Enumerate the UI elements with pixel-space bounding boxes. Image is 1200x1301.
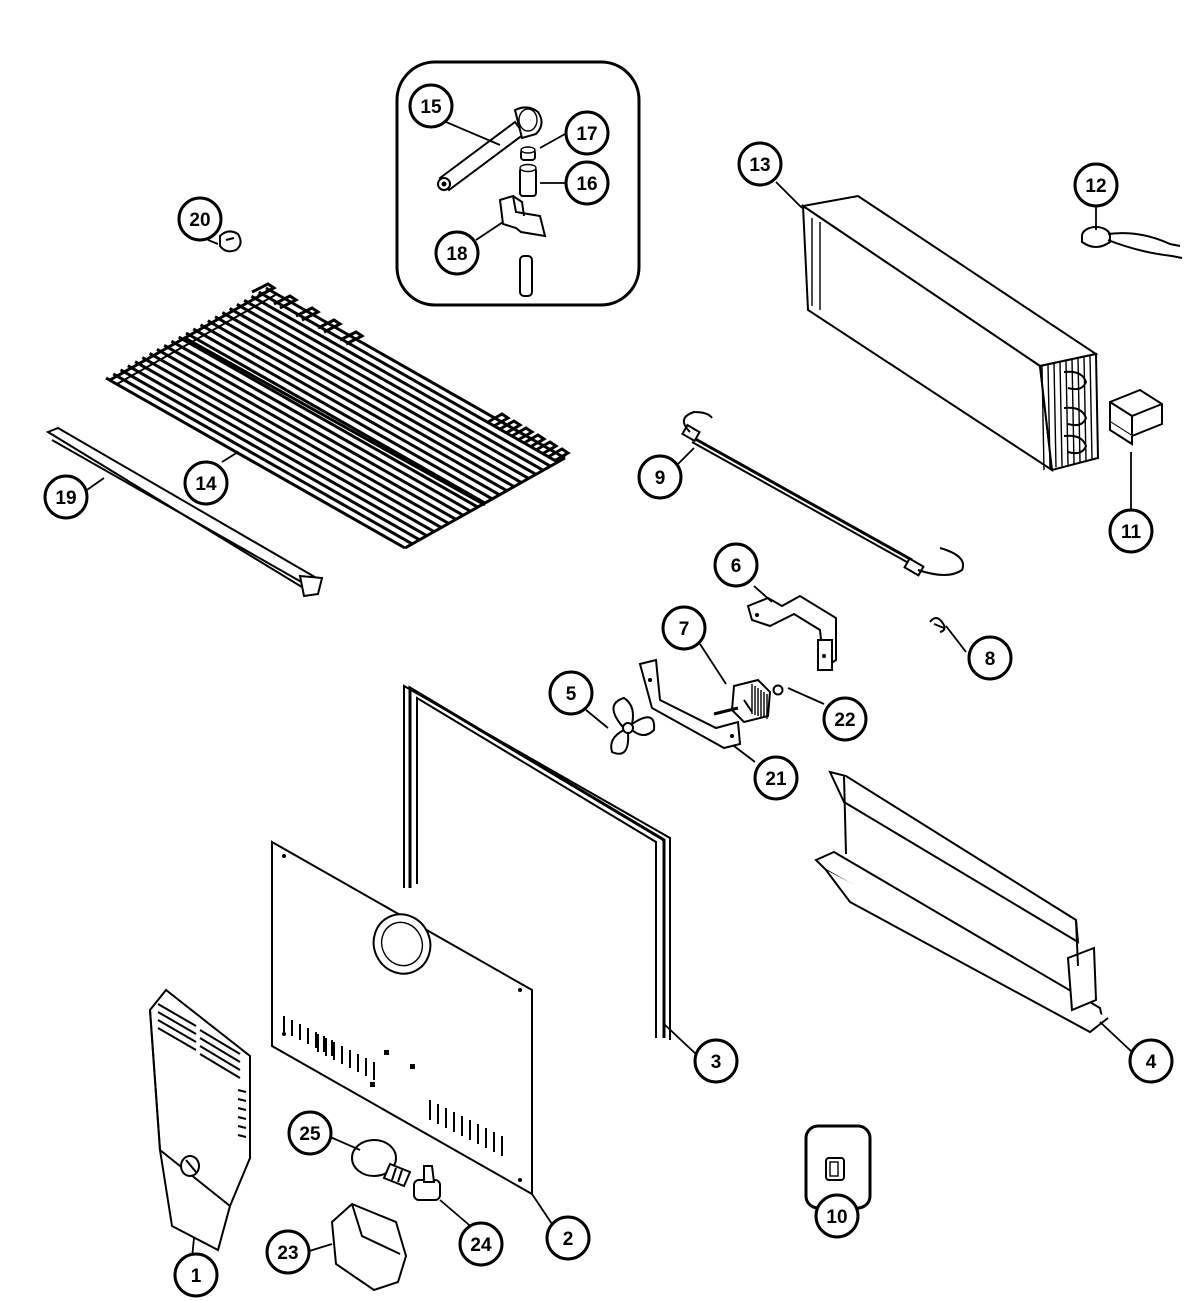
callout-15: 15 — [408, 83, 454, 129]
svg-text:12: 12 — [1085, 176, 1106, 197]
callout-19: 19 — [43, 474, 89, 520]
svg-text:23: 23 — [277, 1243, 298, 1264]
part-19-trim-strip — [45, 426, 324, 598]
svg-text:17: 17 — [576, 124, 597, 145]
callout-24: 24 — [458, 1221, 504, 1267]
callout-16: 16 — [564, 160, 610, 206]
svg-text:2: 2 — [563, 1229, 574, 1250]
part-11-terminal-block — [1109, 388, 1163, 446]
svg-text:11: 11 — [1121, 522, 1142, 543]
svg-text:6: 6 — [731, 556, 742, 577]
callout-3: 3 — [693, 1038, 739, 1084]
part-18-hinge — [498, 194, 547, 238]
callout-22: 22 — [822, 696, 868, 742]
part-25-light-bulb — [351, 1139, 412, 1188]
callout-4: 4 — [1128, 1038, 1174, 1084]
svg-text:1: 1 — [191, 1266, 202, 1287]
callout-10: 10 — [814, 1193, 860, 1239]
svg-text:13: 13 — [749, 155, 770, 176]
svg-text:14: 14 — [195, 474, 217, 495]
svg-text:10: 10 — [826, 1207, 847, 1228]
part-17-cap — [520, 146, 536, 161]
svg-text:3: 3 — [711, 1052, 722, 1073]
part-9-defrost-heater — [681, 410, 964, 577]
part-7-fan-motor — [713, 678, 772, 724]
callout-1: 1 — [173, 1252, 219, 1298]
svg-text:15: 15 — [420, 97, 442, 118]
part-5-fan-blade — [610, 696, 656, 755]
callout-17: 17 — [564, 110, 610, 156]
svg-text:20: 20 — [189, 210, 210, 231]
part-22-washer — [772, 684, 784, 696]
part-hinge-pin — [519, 255, 533, 297]
svg-text:8: 8 — [985, 649, 996, 670]
callout-8: 8 — [967, 635, 1013, 681]
callout-18: 18 — [434, 230, 480, 276]
part-4-drip-trough — [814, 770, 1109, 1034]
callout-23: 23 — [265, 1229, 311, 1275]
callout-6: 6 — [713, 542, 759, 588]
callout-14: 14 — [183, 460, 229, 506]
part-16-bushing — [519, 163, 537, 197]
part-14-wire-shelf — [105, 282, 571, 550]
part-3-gasket-frame — [403, 684, 671, 1040]
svg-text:25: 25 — [299, 1124, 321, 1145]
part-23-light-shield — [330, 1202, 408, 1292]
callout-2: 2 — [545, 1215, 591, 1261]
part-2-back-panel — [271, 840, 533, 1196]
callout-5: 5 — [548, 670, 594, 716]
callout-13: 13 — [737, 141, 783, 187]
callout-20: 20 — [177, 196, 223, 242]
callout-11: 11 — [1108, 508, 1154, 554]
part-20-clip — [219, 230, 242, 253]
callout-25: 25 — [287, 1110, 333, 1156]
svg-text:9: 9 — [655, 468, 666, 489]
svg-text:22: 22 — [834, 710, 855, 731]
svg-text:4: 4 — [1146, 1052, 1157, 1073]
callout-7: 7 — [661, 605, 707, 651]
part-6-bracket — [746, 594, 837, 671]
callout-9: 9 — [637, 454, 683, 500]
svg-text:16: 16 — [576, 174, 597, 195]
svg-text:24: 24 — [470, 1235, 492, 1256]
callout-21: 21 — [753, 755, 799, 801]
svg-text:19: 19 — [55, 488, 76, 509]
svg-text:7: 7 — [679, 619, 690, 640]
part-1-control-housing — [148, 988, 251, 1252]
callout-12: 12 — [1073, 162, 1119, 208]
leader-lines — [83, 121, 1133, 1259]
svg-text:5: 5 — [566, 684, 577, 705]
inset-hinge-assembly — [395, 60, 641, 307]
callouts: 1 2 3 4 5 6 7 8 9 10 11 12 13 14 15 16 1… — [43, 83, 1174, 1298]
part-24-lamp-socket — [413, 1165, 441, 1201]
part-21-motor-bracket — [638, 658, 742, 750]
svg-text:21: 21 — [765, 769, 787, 790]
part-15-pipe — [437, 106, 543, 192]
part-8-clip — [929, 617, 946, 633]
part-13-evaporator — [800, 194, 1100, 473]
svg-text:18: 18 — [446, 244, 467, 265]
part-12-defrost-thermostat — [1081, 226, 1183, 259]
